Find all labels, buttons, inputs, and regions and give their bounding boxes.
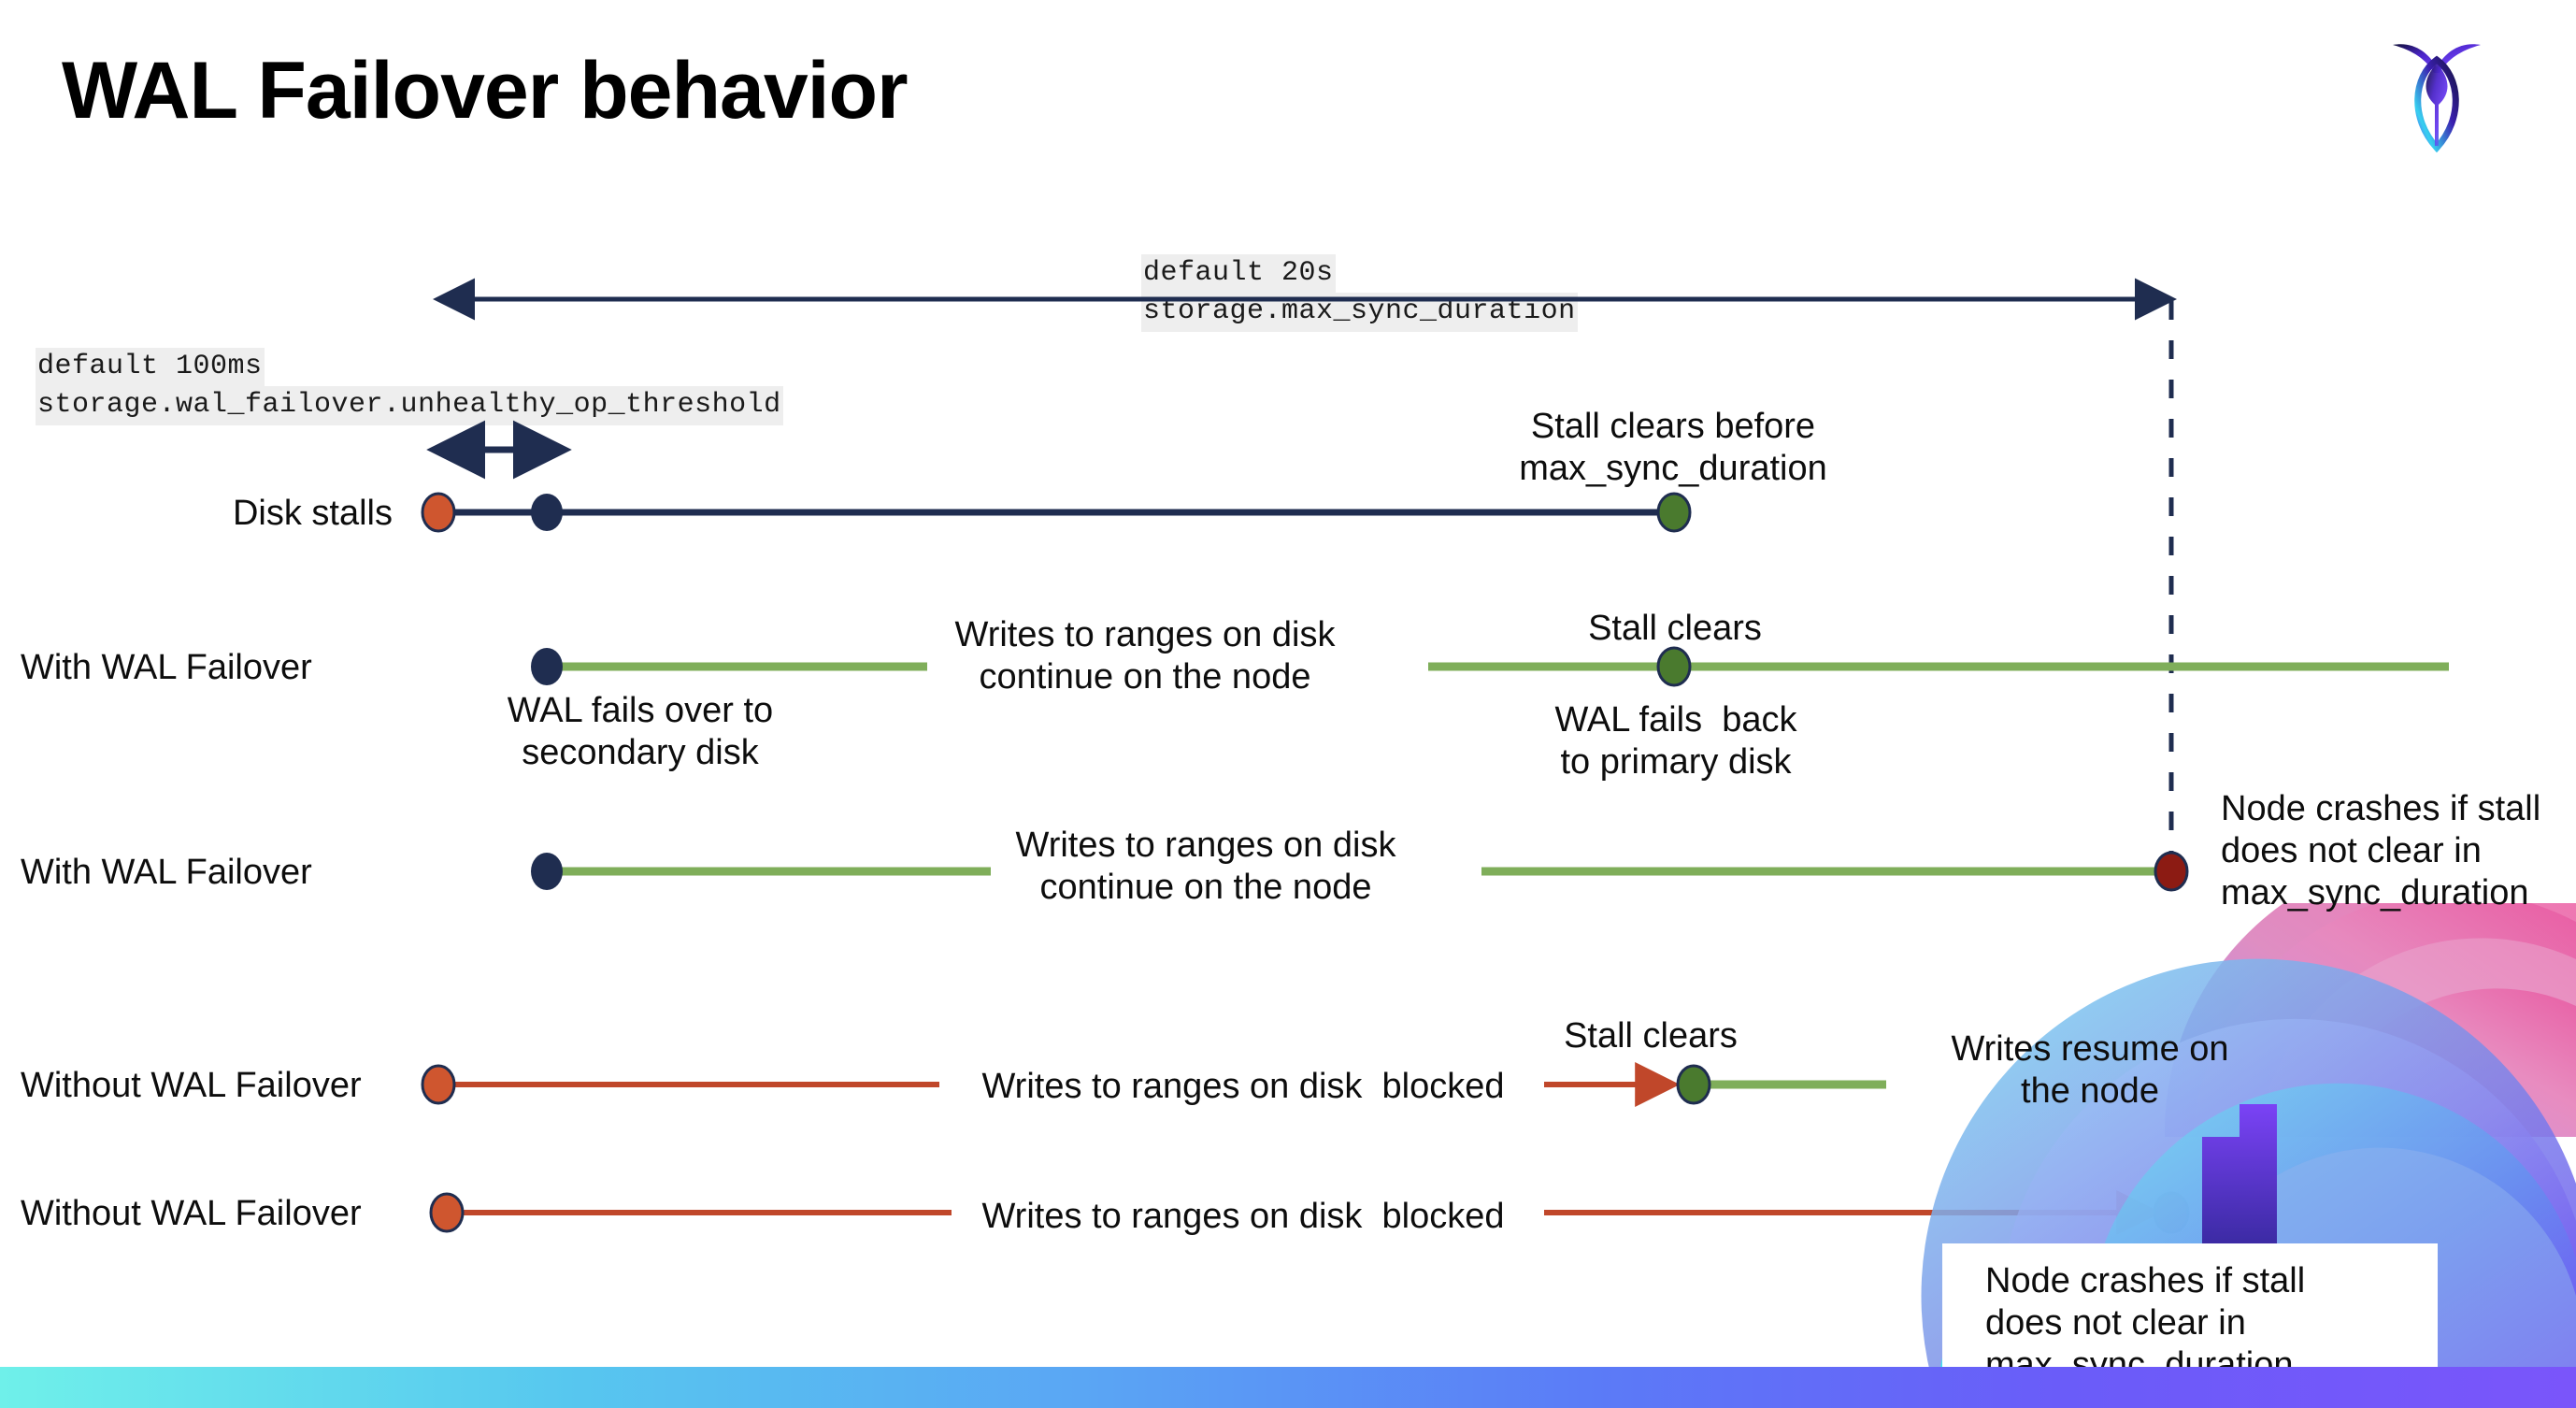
marker-stall-clears-green [1676,1064,1711,1105]
note-stall-clears-1: Stall clears [1588,609,1762,648]
marker-stall-start-orange [429,1192,465,1233]
row-label-disk-stalls: Disk stalls [232,494,393,533]
annotation-unhealthy-line2: storage.wal_failover.unhealthy_op_thresh… [36,386,783,425]
bottom-gradient-bar [0,1367,2576,1408]
page-title: WAL Failover behavior [62,46,909,136]
marker-failover-navy [531,494,563,531]
annotation-unhealthy-line1: default 100ms [36,348,265,387]
marker-stall-clears-green [1656,492,1692,533]
note-writes-continue-1: Writes to ranges on disk continue on the… [954,615,1336,697]
marker-failover-navy [531,853,563,890]
marker-stall-clears-green [1656,646,1692,687]
marker-failover-navy [531,648,563,685]
marker-stall-start-orange [421,492,456,533]
marker-stall-start-orange [421,1064,456,1105]
note-stall-clears-before-max-sync: Stall clears before max_sync_duration [1519,407,1827,488]
note-wal-fails-back-primary: WAL fails back to primary disk [1554,700,1797,782]
note-writes-blocked-2: Writes to ranges on disk blocked [981,1197,1505,1236]
row-with-wal-failover-2-track [531,851,2189,892]
note-writes-continue-2: Writes to ranges on disk continue on the… [1015,826,1396,907]
marker-node-crash-red [2154,851,2189,892]
row-label-without-wal-failover-1: Without WAL Failover [21,1066,362,1105]
note-writes-blocked-1: Writes to ranges on disk blocked [981,1067,1505,1106]
cockroachdb-logo-icon [2385,32,2488,155]
annotation-unhealthy-op-threshold: default 100ms storage.wal_failover.unhea… [36,348,783,425]
row-disk-stalls-track [421,492,1692,533]
note-writes-resume: Writes resume on the node [1951,1029,2229,1111]
note-wal-fails-over-secondary: WAL fails over to secondary disk [507,691,774,772]
note-node-crash-right: Node crashes if stall does not clear in … [2221,789,2541,912]
note-stall-clears-2: Stall clears [1564,1016,1738,1056]
row-label-with-wal-failover-1: With WAL Failover [21,648,312,687]
row-label-with-wal-failover-2: With WAL Failover [21,853,312,892]
row-with-wal-failover-1-track [531,646,2449,687]
row-label-without-wal-failover-2: Without WAL Failover [21,1194,362,1233]
